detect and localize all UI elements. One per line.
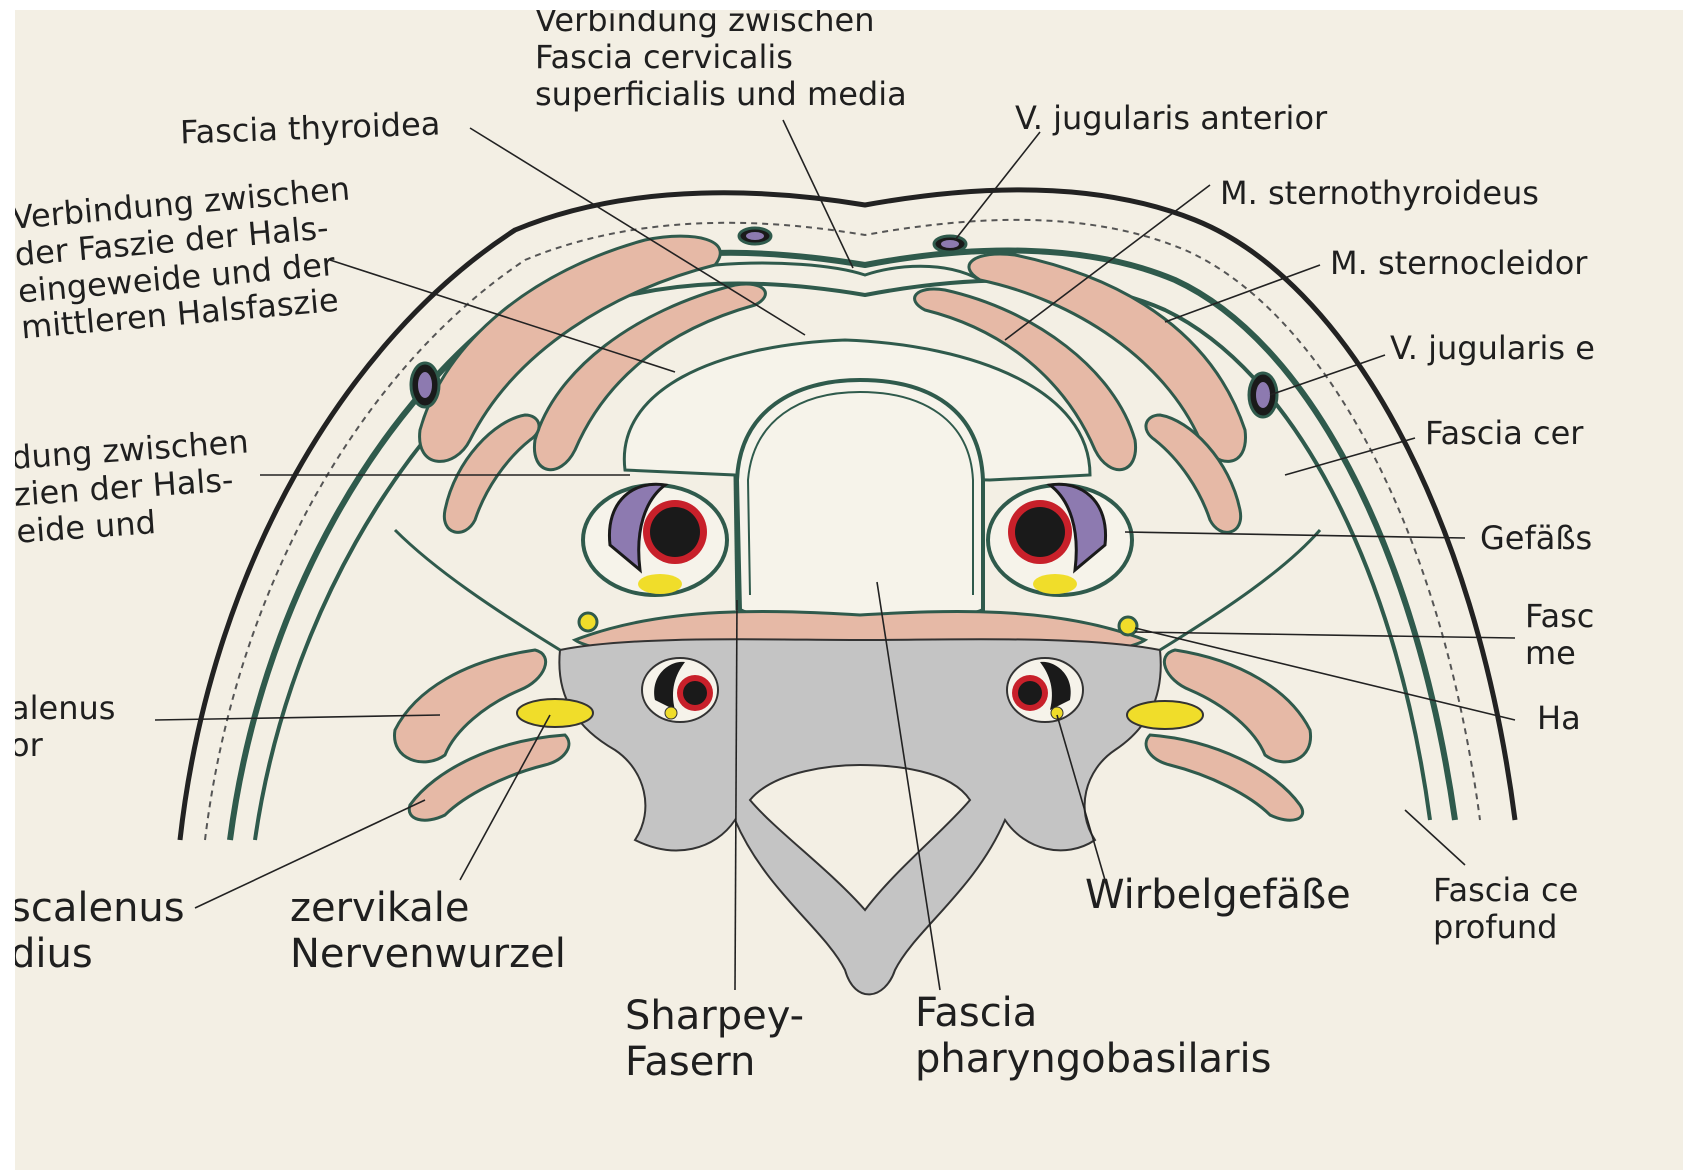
label-line: Fasc <box>1525 598 1594 635</box>
label-wirbelgefaesse: Wirbelgefäße <box>1085 872 1351 918</box>
label-verbindung-left-lower: dung zwischen zien der Hals- eide und <box>15 423 255 550</box>
wirbelgefaesse-left <box>642 658 718 722</box>
v-jugularis-anterior-left <box>739 228 771 244</box>
label-zervikale-nervenwurzel: zervikale Nervenwurzel <box>290 885 566 977</box>
label-fascia-cervicalis-profunda: Fascia ce profund <box>1433 872 1578 946</box>
label-line: alenus <box>15 690 115 727</box>
label-v-jugularis-anterior: V. jugularis anterior <box>1015 100 1327 137</box>
label-line: or <box>15 727 115 764</box>
label-line: Fascia ce <box>1433 872 1578 909</box>
label-sharpey-fasern: Sharpey- Fasern <box>625 993 804 1085</box>
label-fascia-cervicalis: Fascia cer <box>1425 415 1583 452</box>
label-ha: Ha <box>1537 700 1581 737</box>
label-verbindung-fascia-cervicalis: Verbindung zwischen Fascia cervicalis su… <box>535 10 907 112</box>
truncus-sympathicus-left <box>579 613 597 631</box>
label-line: superficialis und media <box>535 76 907 113</box>
wirbelgefaesse-right <box>1007 658 1083 722</box>
label-line: dius <box>15 931 185 977</box>
label-m-sternocleidomastoideus: M. sternocleidor <box>1330 245 1587 282</box>
nervenwurzel-right <box>1127 701 1203 729</box>
gefaessscheide-left <box>583 484 727 595</box>
label-line: scalenus <box>15 885 185 931</box>
label-line: Sharpey- <box>625 993 804 1039</box>
label-line: Fascia <box>915 990 1271 1036</box>
nervenwurzel-left <box>517 699 593 727</box>
label-line: Nervenwurzel <box>290 931 566 977</box>
label-v-jugularis-externa: V. jugularis e <box>1390 330 1595 367</box>
label-verbindung-left-upper: Verbindung zwischen der Faszie der Hals-… <box>15 170 361 346</box>
label-line: zervikale <box>290 885 566 931</box>
label-line: pharyngobasilaris <box>915 1036 1271 1082</box>
label-line: Fascia cervicalis <box>535 39 907 76</box>
label-m-sternothyroideus: M. sternothyroideus <box>1220 175 1539 212</box>
truncus-sympathicus-right <box>1119 617 1137 635</box>
v-jugularis-externa-right <box>1249 373 1277 417</box>
label-fascia-pharyngobasilaris: Fascia pharyngobasilaris <box>915 990 1271 1082</box>
label-line: me <box>1525 635 1594 672</box>
trachea-pharynx <box>737 380 983 621</box>
v-jugularis-externa-left <box>411 363 439 407</box>
gefaessscheide-right <box>988 484 1132 595</box>
figure-page: Verbindung zwischen Fascia cervicalis su… <box>15 10 1683 1170</box>
label-gefaessscheide: Gefäßs <box>1480 520 1592 557</box>
label-line: Verbindung zwischen <box>535 10 907 39</box>
label-fascia-media: Fasc me <box>1525 598 1594 672</box>
label-m-scalenus-anterior: alenus or <box>15 690 115 764</box>
label-line: Fasern <box>625 1039 804 1085</box>
label-line: profund <box>1433 909 1578 946</box>
v-jugularis-anterior-right <box>934 236 966 252</box>
label-m-scalenus-medius: scalenus dius <box>15 885 185 977</box>
